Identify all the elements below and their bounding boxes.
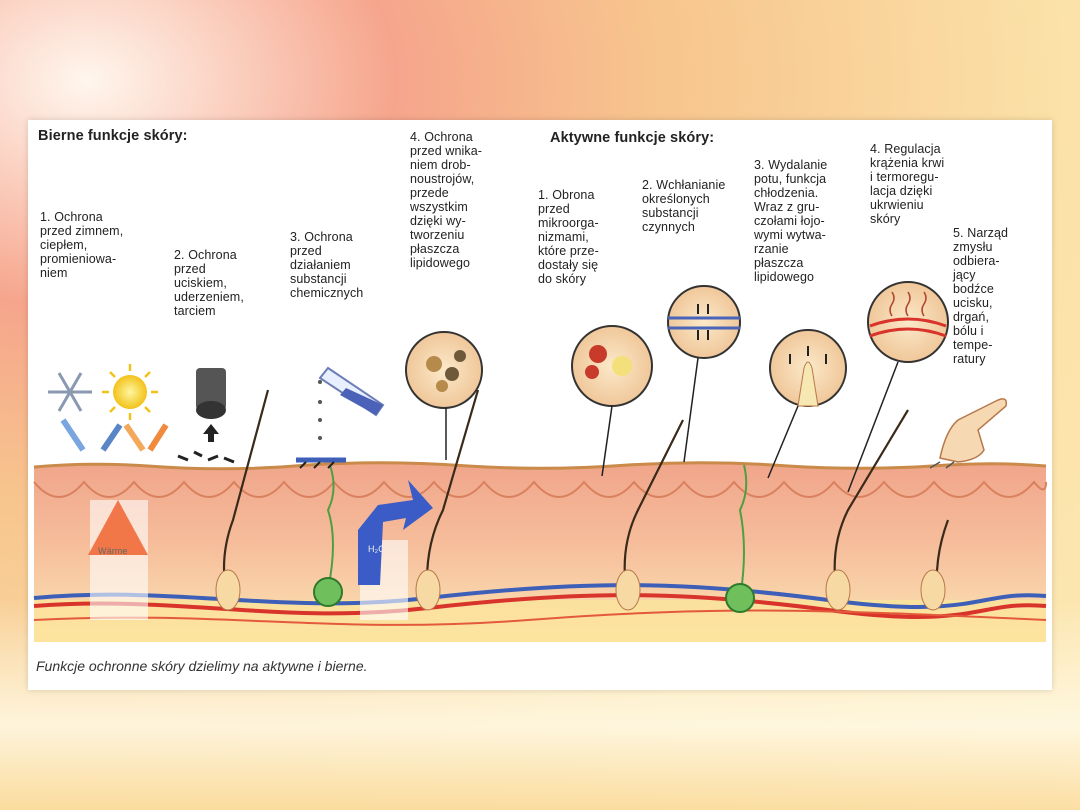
skin-cross-section [33,461,1047,642]
figure-caption: Funkcje ochronne skóry dzielimy na aktyw… [36,658,368,674]
skin-illustration [33,281,1047,642]
diagram-panel: Bierne funkcje skóry: Aktywne funkcje sk… [28,120,1052,690]
water-label: H₂O [368,544,386,554]
passive-function-2: 2. Ochrona przed uciskiem, uderzeniem, t… [174,248,244,318]
passive-heading: Bierne funkcje skóry: [38,128,188,144]
magnifier-microbes [571,325,653,477]
magnifier-blood-vessels [847,281,949,493]
active-function-3: 3. Wydalanie potu, funkcja chłodzenia. W… [754,158,828,284]
hair-follicles [215,389,950,611]
active-function-5: 5. Narząd zmysłu odbiera- jący bodźce uc… [953,226,1009,366]
magnifier-lipid [405,331,483,460]
pointing-finger-icon [929,398,1008,469]
active-function-1: 1. Obrona przed mikroorga- nizmami, któr… [538,188,599,286]
snowflake-icon [48,372,92,412]
passive-function-4: 4. Ochrona przed wnika- niem drob- noust… [410,130,483,270]
magnifier-absorption [667,285,741,463]
passive-function-1: 1. Ochrona przed zimnem, ciepłem, promie… [40,210,124,280]
radiation-area [60,418,169,620]
passive-function-3: 3. Ochrona przed działaniem substancji c… [290,230,364,300]
active-function-2: 2. Wchłanianie określonych substancji cz… [642,178,726,234]
sun-icon [102,364,158,420]
test-tube-icon [296,366,385,469]
sweat-glands [313,464,755,613]
pressure-cylinder-icon [177,368,235,464]
active-heading: Aktywne funkcje skóry: [550,130,715,146]
water-arrow [358,480,433,620]
warmth-label: Wärme [98,546,128,556]
magnifier-sweat [767,329,847,479]
active-function-4: 4. Regulacja krążenia krwi i termoregu- … [870,142,945,226]
